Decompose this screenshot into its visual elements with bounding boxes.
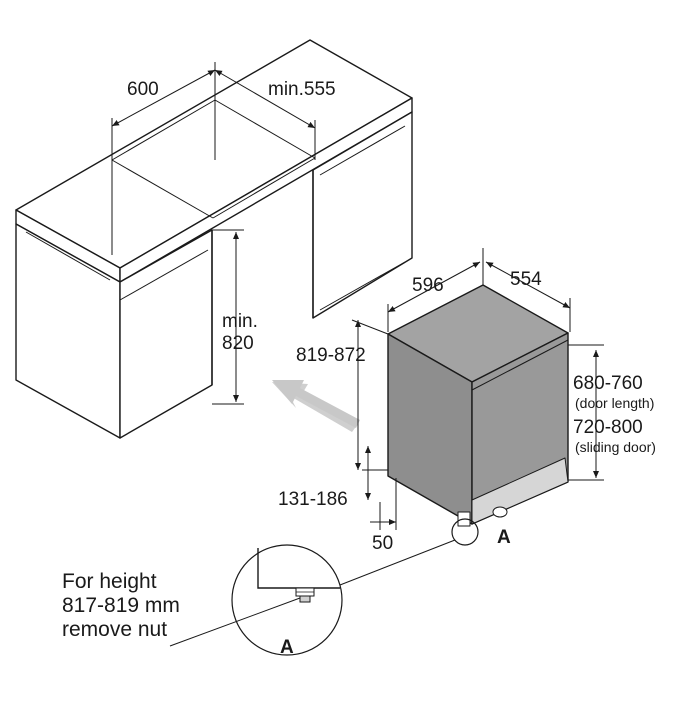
dishwasher (387, 284, 569, 527)
appliance-dimensions (351, 248, 604, 530)
appliance-depth-label: 554 (510, 269, 542, 290)
cabinet-height-label-2: 820 (222, 333, 254, 354)
niche-opening (111, 99, 316, 255)
door-length-caption: (door length) (575, 395, 655, 411)
kitchen-cabinet (15, 39, 413, 439)
note-leader (169, 597, 301, 647)
cabinet-dimensions (111, 62, 316, 405)
detail-marker-circle (451, 518, 479, 546)
note-line-1: For height (62, 570, 157, 593)
door-length-value: 680-760 (573, 373, 643, 394)
appliance-height-label: 819-872 (296, 345, 366, 366)
cabinet-width-label: 600 (127, 79, 159, 100)
detail-leader (339, 539, 456, 586)
height-note: For height 817-819 mm remove nut (62, 570, 180, 642)
appliance-width-label: 596 (412, 275, 444, 296)
detail-zoom-label: A (280, 637, 294, 658)
note-line-2: 817-819 mm (62, 594, 180, 617)
detail-a-zoom (231, 544, 343, 656)
note-line-3: remove nut (62, 618, 168, 641)
sliding-door-value: 720-800 (573, 417, 643, 438)
plinth-label: 131-186 (278, 489, 348, 510)
detail-marker-label: A (497, 527, 511, 548)
cabinet-height-label-1: min. (222, 311, 258, 332)
sliding-door-caption: (sliding door) (575, 439, 656, 455)
cabinet-depth-label: min.555 (268, 79, 336, 100)
foot-offset-label: 50 (372, 533, 394, 554)
